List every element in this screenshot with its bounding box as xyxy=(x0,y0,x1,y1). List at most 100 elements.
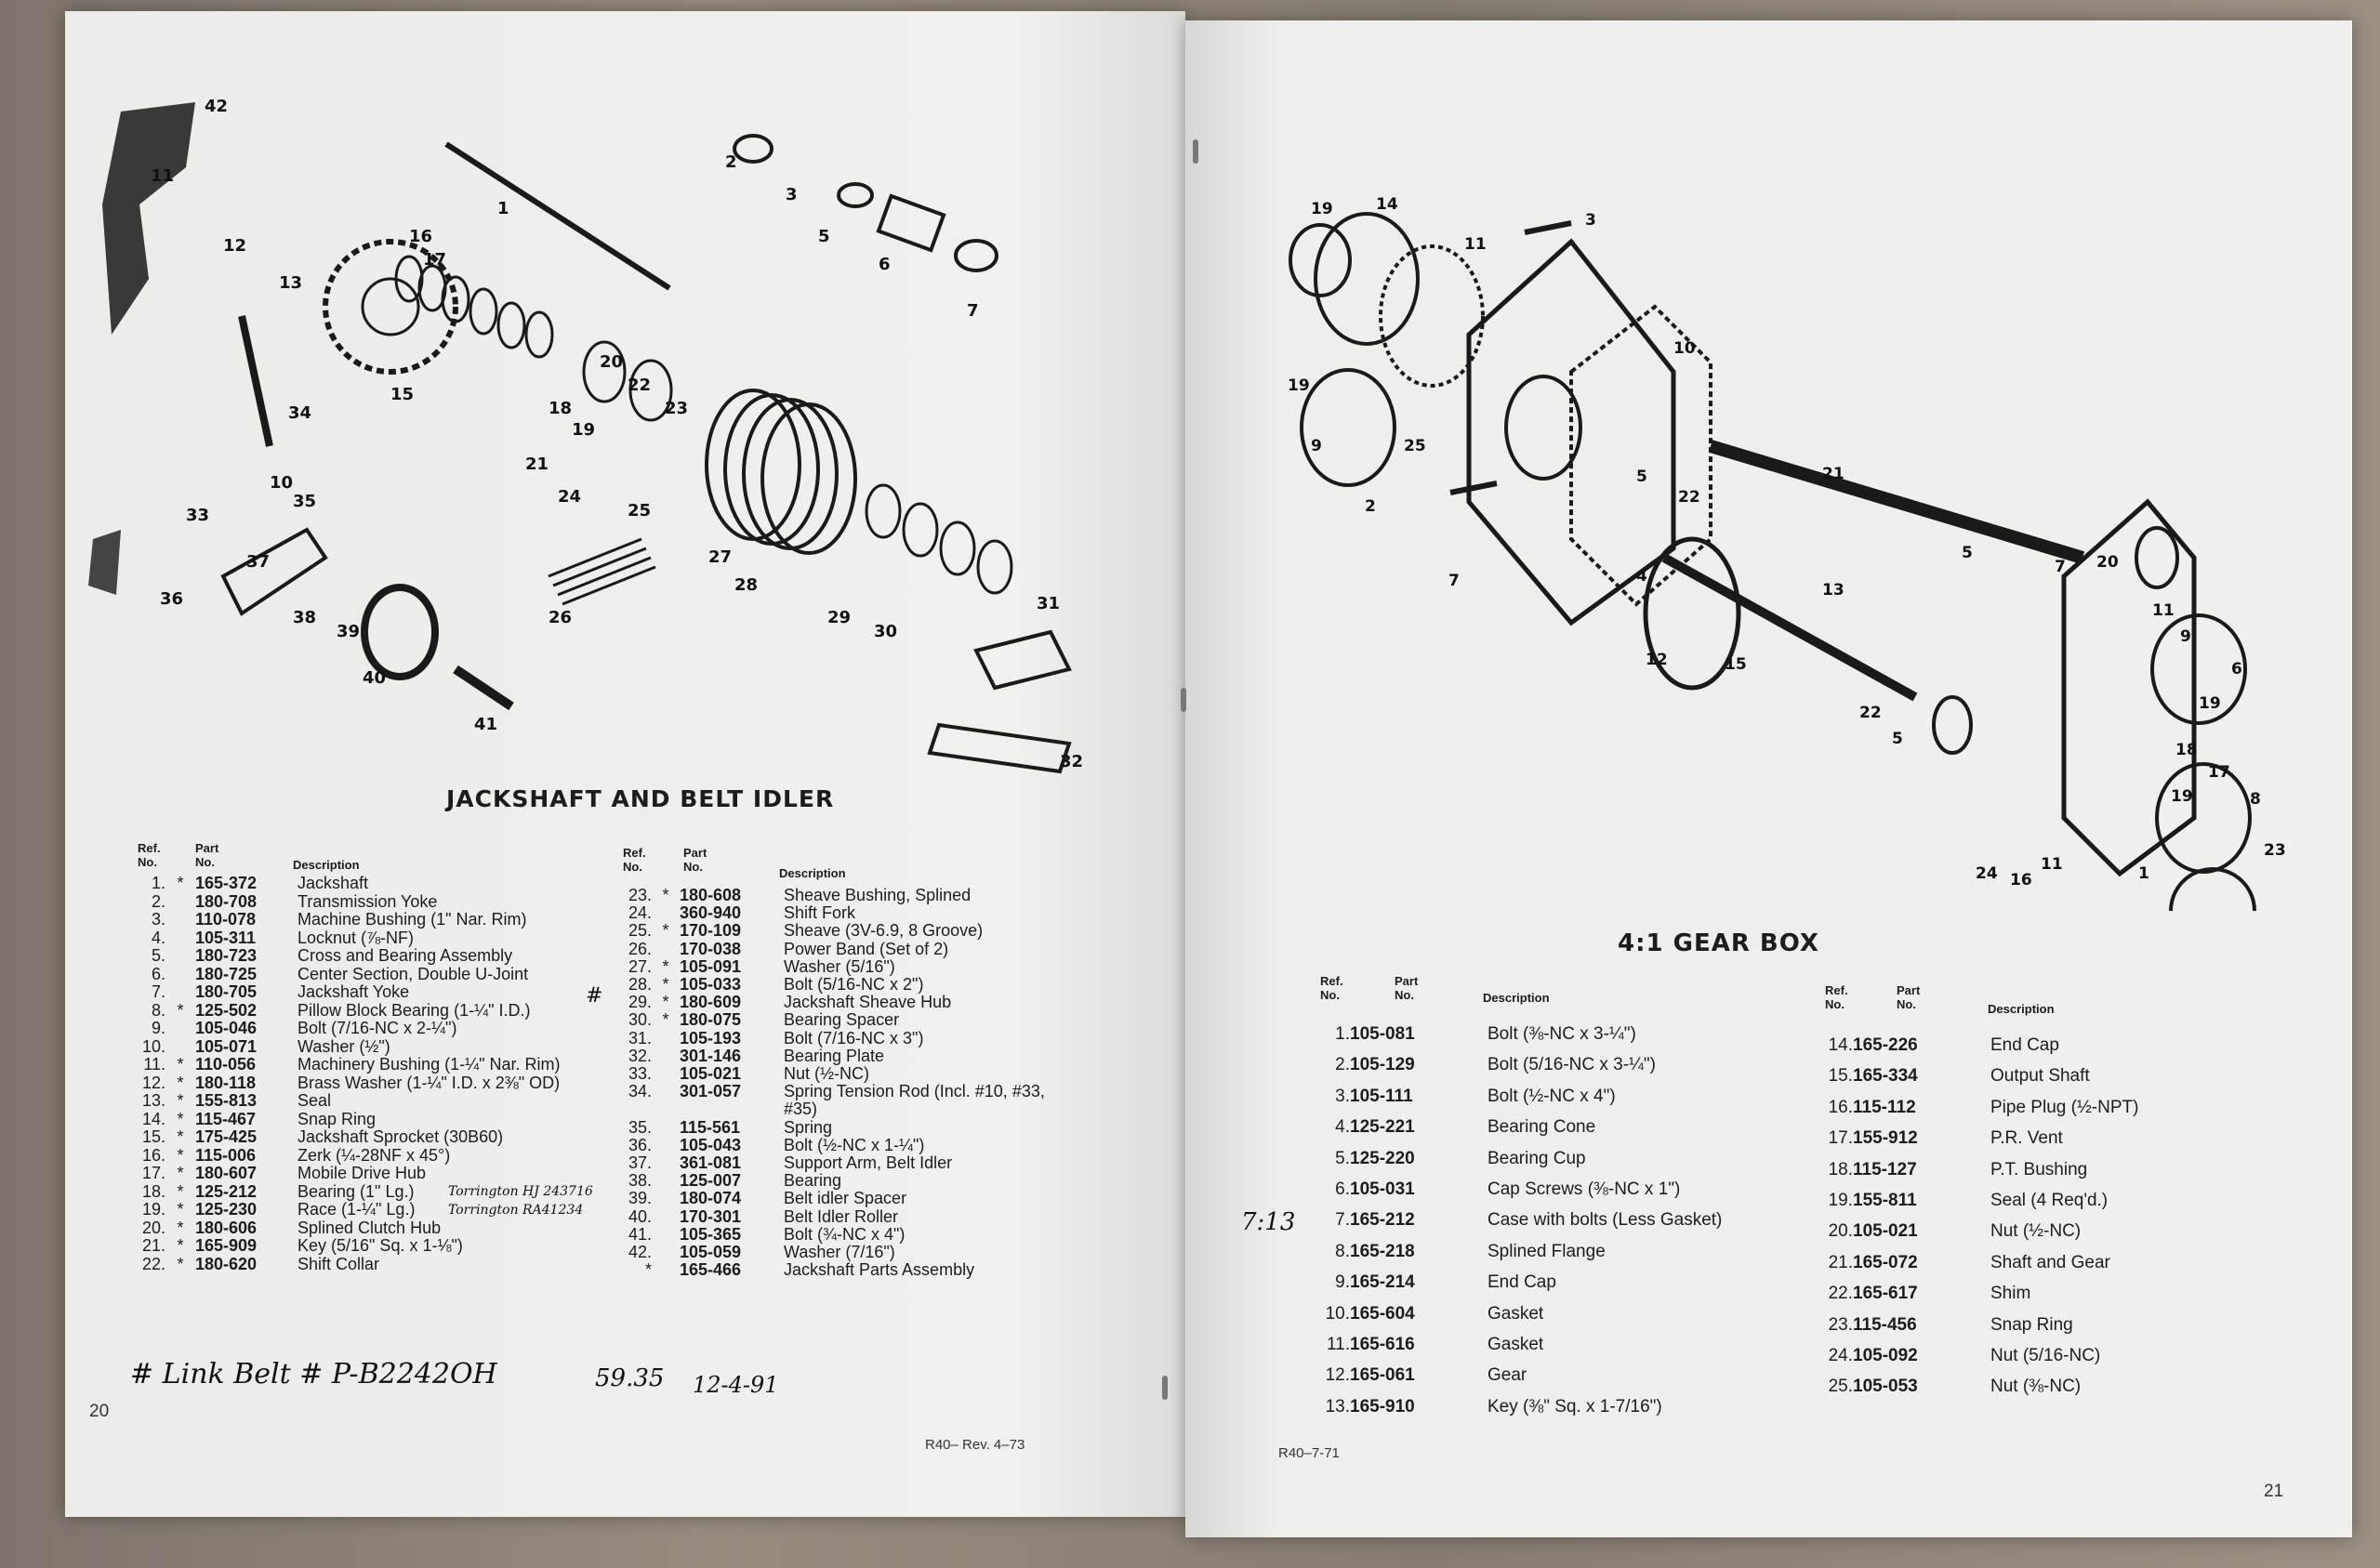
star-cell: * xyxy=(177,1200,184,1219)
part-number-cell: 125-221 xyxy=(1350,1117,1415,1138)
callout: 1 xyxy=(497,199,509,218)
description-cell: Bolt (⅜-NC x 3-¼") xyxy=(1488,1024,1636,1044)
callout: 5 xyxy=(1892,730,1903,748)
description-cell: Gear xyxy=(1488,1365,1527,1386)
description-cell: Jackshaft Sprocket (30B60) xyxy=(298,1127,504,1146)
header-description: Description xyxy=(1988,1002,2055,1016)
callout: 13 xyxy=(1822,581,1844,600)
description-cell: Shaft and Gear xyxy=(1990,1252,2110,1272)
callout: 5 xyxy=(818,227,830,246)
ref-cell: 39. xyxy=(628,1189,652,1208)
description-cell: Key (⅜" Sq. x 1-7/16") xyxy=(1488,1396,1662,1416)
description-cell: End Cap xyxy=(1488,1272,1556,1293)
description-cell: Gasket xyxy=(1488,1303,1544,1324)
ref-cell: 13. xyxy=(141,1091,165,1110)
ref-cell: 7. xyxy=(1335,1210,1350,1231)
u-joint xyxy=(733,134,998,272)
star-cell: * xyxy=(177,1218,184,1237)
part-number-cell: 115-561 xyxy=(680,1117,741,1137)
header-description: Description xyxy=(779,866,846,880)
description-cell: Nut (½-NC) xyxy=(784,1064,870,1083)
callout: 4 xyxy=(1636,567,1647,586)
description-cell: Machinery Bushing (1-¼" Nar. Rim) xyxy=(298,1055,561,1074)
callout: 3 xyxy=(786,185,798,204)
header-part: Part No. xyxy=(1395,974,1419,1002)
part-number-cell: 165-604 xyxy=(1350,1303,1415,1324)
callout: 19 xyxy=(2171,787,2193,806)
part-number-cell: 105-193 xyxy=(680,1028,742,1048)
part-number-cell: 180-723 xyxy=(195,946,258,965)
description-cell: Mobile Drive Hub xyxy=(298,1164,427,1182)
part-number-cell: 361-081 xyxy=(680,1153,742,1172)
description-cell: Belt Idler Roller xyxy=(784,1206,899,1226)
star-cell: * xyxy=(177,1091,184,1110)
ref-cell: 23. xyxy=(1828,1314,1853,1335)
part-number-cell: 165-372 xyxy=(195,874,258,892)
ref-cell: 21. xyxy=(1828,1252,1853,1272)
part-number-cell: 125-212 xyxy=(195,1181,258,1201)
callout: 6 xyxy=(879,255,891,274)
page-number: 21 xyxy=(2264,1482,2284,1501)
callout: 12 xyxy=(1646,651,1668,669)
ref-cell: 22. xyxy=(1828,1284,1853,1304)
star-cell xyxy=(652,1048,680,1064)
description-cell: P.T. Bushing xyxy=(1990,1159,2088,1179)
callout: 11 xyxy=(2152,601,2175,620)
ref-cell: 29. xyxy=(628,993,652,1012)
part-number-cell: 125-220 xyxy=(1350,1148,1415,1168)
ref-cell: 12. xyxy=(1325,1365,1350,1386)
part-number-cell: 105-031 xyxy=(1350,1179,1415,1199)
part-number-cell: 170-301 xyxy=(680,1206,742,1226)
part-number-cell: 105-053 xyxy=(1853,1377,1918,1397)
callout: 18 xyxy=(2175,741,2198,759)
part-number-cell: 105-081 xyxy=(1350,1024,1415,1044)
end-cap xyxy=(1300,368,1396,487)
star-cell: * xyxy=(177,1145,184,1165)
callout: 11 xyxy=(151,166,174,186)
star-cell: * xyxy=(177,1127,184,1146)
description-cell: Bearing xyxy=(784,1171,842,1191)
ref-cell: 25. xyxy=(1828,1377,1853,1397)
callout: 33 xyxy=(186,506,209,525)
part-number-cell: 180-620 xyxy=(195,1254,258,1273)
part-number-cell: 180-607 xyxy=(195,1164,258,1182)
part-number-cell: 180-725 xyxy=(195,964,258,983)
gasket xyxy=(1569,304,1712,607)
star-cell: * xyxy=(662,1010,669,1030)
callout: 26 xyxy=(549,608,572,627)
description-cell: Washer (7/16") xyxy=(784,1243,895,1261)
description-cell: Gasket xyxy=(1488,1335,1544,1354)
ref-cell: 31. xyxy=(628,1028,652,1048)
ref-cell: 35. xyxy=(628,1117,652,1137)
description-cell: Seal xyxy=(298,1091,332,1110)
part-number-cell: 180-074 xyxy=(680,1189,742,1208)
callout: 12 xyxy=(223,236,246,256)
part-number-cell: 170-109 xyxy=(680,921,742,941)
ref-cell: 9. xyxy=(1335,1272,1350,1293)
star-cell xyxy=(652,1226,680,1243)
ref-cell: 19. xyxy=(1828,1191,1853,1210)
part-number-cell: 165-061 xyxy=(1350,1365,1415,1386)
binding-shadow xyxy=(88,102,195,595)
callout: 22 xyxy=(1678,488,1700,507)
star-cell xyxy=(652,1208,680,1225)
handwritten-margin-note: 7:13 xyxy=(1241,1208,1296,1236)
star-cell xyxy=(652,1100,680,1117)
description-cell: Washer (5/16") xyxy=(784,956,895,976)
ref-cell: 1. xyxy=(151,874,165,892)
